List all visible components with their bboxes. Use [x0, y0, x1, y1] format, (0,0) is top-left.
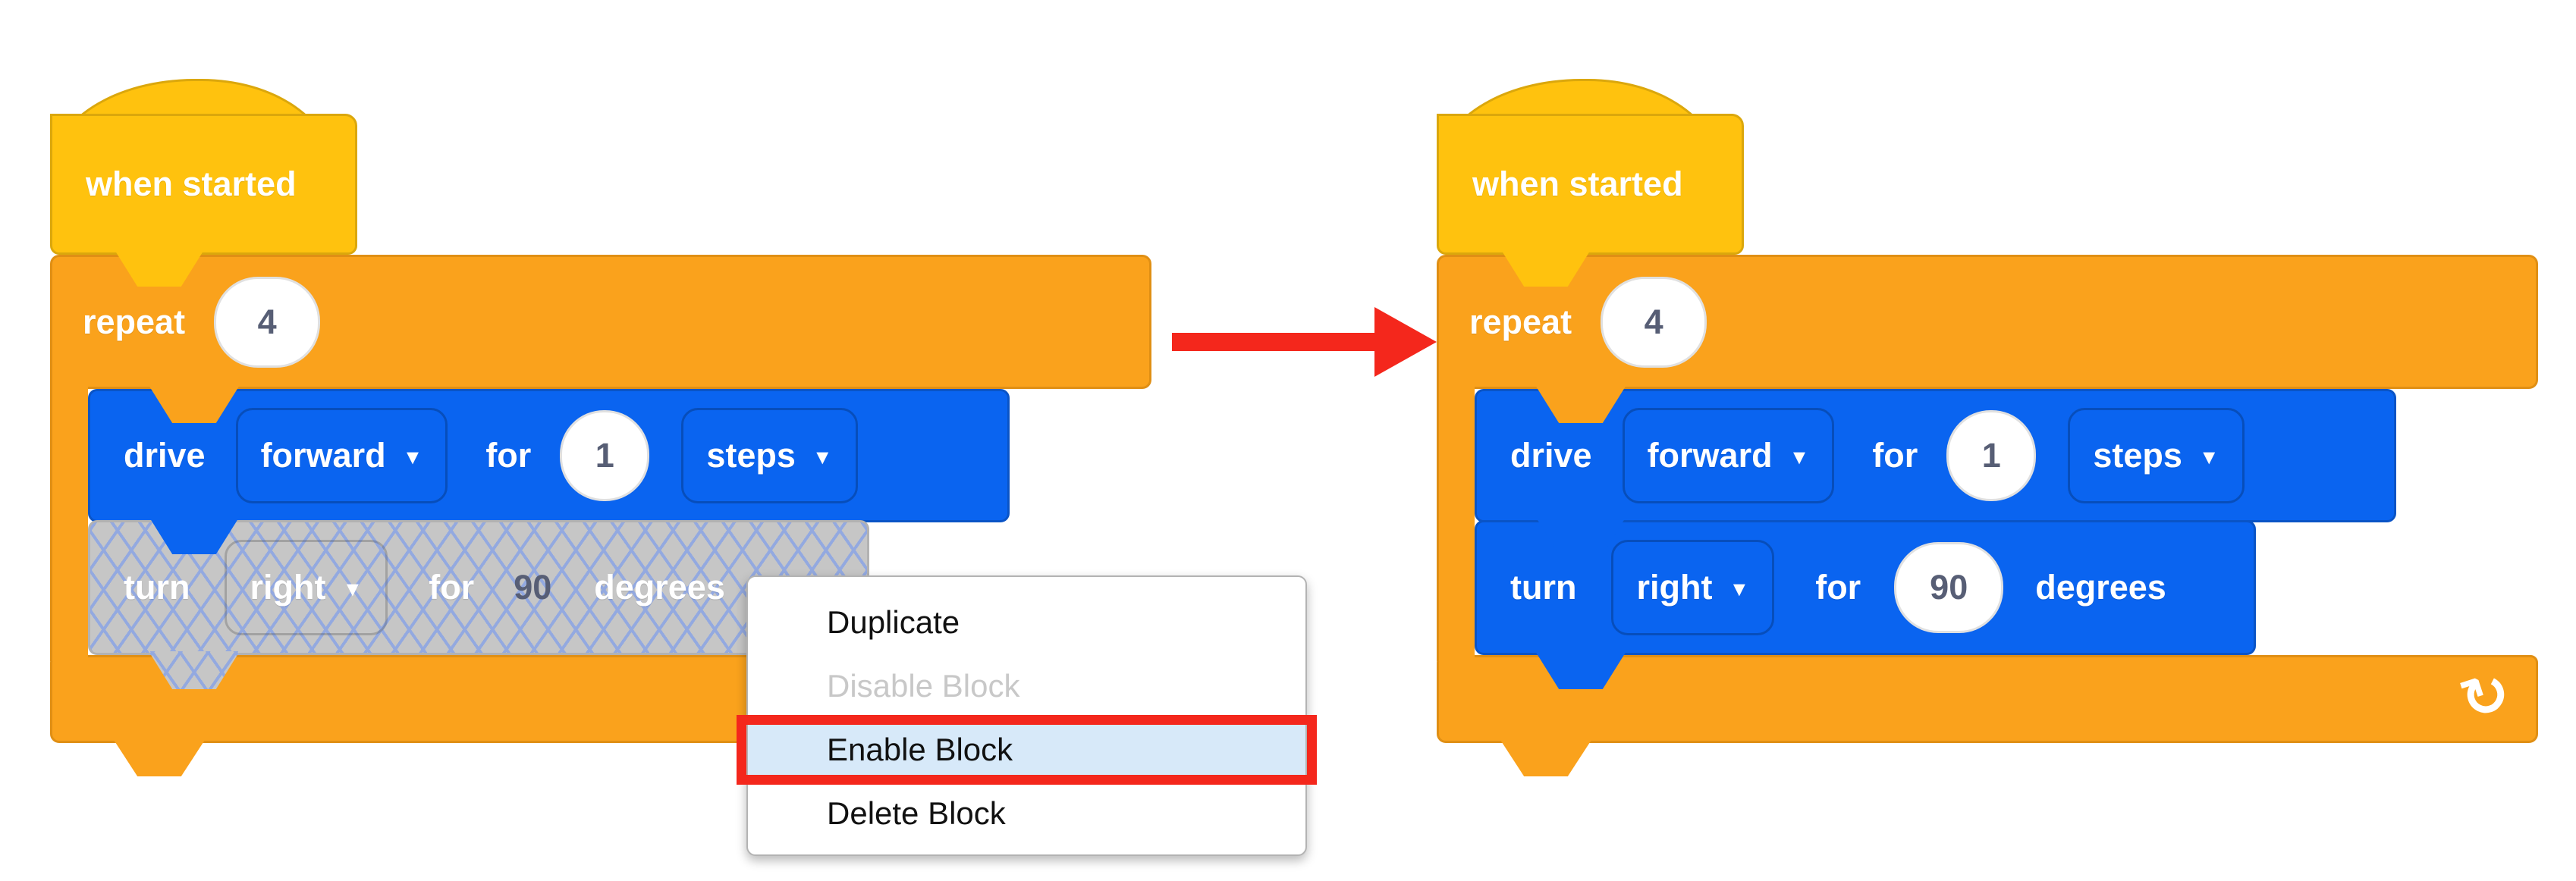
repeat-label: repeat — [83, 302, 186, 341]
turn-direction-value: right — [1636, 568, 1713, 607]
for-label: for — [1872, 436, 1918, 475]
menu-item-duplicate[interactable]: Duplicate — [827, 604, 960, 640]
chevron-down-icon: ▼ — [812, 445, 833, 469]
block-notch — [1500, 740, 1591, 776]
context-menu: Duplicate Disable Block Enable Block Del… — [737, 575, 1317, 856]
for-label: for — [429, 568, 475, 607]
arrow-head — [1374, 307, 1437, 377]
drive-unit-dropdown[interactable]: steps ▼ — [2068, 408, 2245, 503]
turn-direction-dropdown[interactable]: right ▼ — [1611, 540, 1775, 635]
menu-item-enable-block[interactable]: Enable Block — [737, 715, 1317, 785]
repeat-count-input[interactable]: 4 — [214, 276, 321, 368]
drive-direction-value: forward — [1647, 436, 1773, 475]
repeat-block-arm — [50, 372, 88, 661]
degrees-label: degrees — [594, 568, 725, 607]
drive-distance-input[interactable]: 1 — [560, 410, 650, 501]
turn-label: turn — [1510, 568, 1577, 607]
menu-item-enable-block-label: Enable Block — [827, 732, 1013, 767]
repeat-count-input[interactable]: 4 — [1601, 276, 1707, 368]
chevron-down-icon: ▼ — [1789, 445, 1810, 469]
for-label: for — [1815, 568, 1861, 607]
chevron-down-icon: ▼ — [342, 577, 363, 600]
block-notch — [114, 740, 205, 776]
degrees-label: degrees — [2035, 568, 2166, 607]
drive-direction-dropdown[interactable]: forward ▼ — [235, 408, 448, 503]
repeat-label: repeat — [1469, 302, 1572, 341]
drive-unit-value: steps — [2093, 436, 2182, 475]
repeat-block[interactable]: repeat 4 — [1437, 255, 2538, 389]
drive-direction-dropdown[interactable]: forward ▼ — [1622, 408, 1835, 503]
turn-block-disabled[interactable]: turn right ▼ for 90 degrees — [88, 520, 869, 655]
turn-angle-value[interactable]: 90 — [514, 568, 552, 607]
drive-label: drive — [1510, 436, 1592, 475]
chevron-down-icon: ▼ — [2198, 445, 2219, 469]
when-started-label: when started — [1472, 165, 1683, 203]
turn-angle-input[interactable]: 90 — [1894, 542, 2004, 633]
chevron-down-icon: ▼ — [1729, 577, 1750, 600]
repeat-block-foot: ↻ — [1437, 655, 2538, 743]
turn-direction-dropdown[interactable]: right ▼ — [225, 540, 388, 635]
drive-unit-value: steps — [706, 436, 796, 475]
when-started-label: when started — [86, 165, 297, 203]
repeat-block-arm — [1437, 372, 1475, 661]
drive-label: drive — [124, 436, 206, 475]
when-started-block[interactable]: when started — [50, 114, 357, 255]
chevron-down-icon: ▼ — [402, 445, 423, 469]
turn-block[interactable]: turn right ▼ for 90 degrees — [1475, 520, 2256, 655]
drive-direction-value: forward — [260, 436, 386, 475]
repeat-block[interactable]: repeat 4 — [50, 255, 1151, 389]
arrow-shaft — [1172, 333, 1378, 351]
drive-unit-dropdown[interactable]: steps ▼ — [681, 408, 858, 503]
turn-direction-value: right — [250, 568, 326, 607]
loop-arrow-icon: ↻ — [2452, 658, 2519, 735]
drive-distance-input[interactable]: 1 — [1946, 410, 2037, 501]
drive-block[interactable]: drive forward ▼ for 1 steps ▼ — [1475, 389, 2396, 522]
menu-item-disable-block: Disable Block — [827, 668, 1020, 704]
menu-item-delete-block[interactable]: Delete Block — [827, 795, 1006, 831]
turn-label: turn — [124, 568, 190, 607]
for-label: for — [485, 436, 532, 475]
red-annotation-frame — [737, 715, 1317, 785]
when-started-block[interactable]: when started — [1437, 114, 1744, 255]
drive-block[interactable]: drive forward ▼ for 1 steps ▼ — [88, 389, 1010, 522]
